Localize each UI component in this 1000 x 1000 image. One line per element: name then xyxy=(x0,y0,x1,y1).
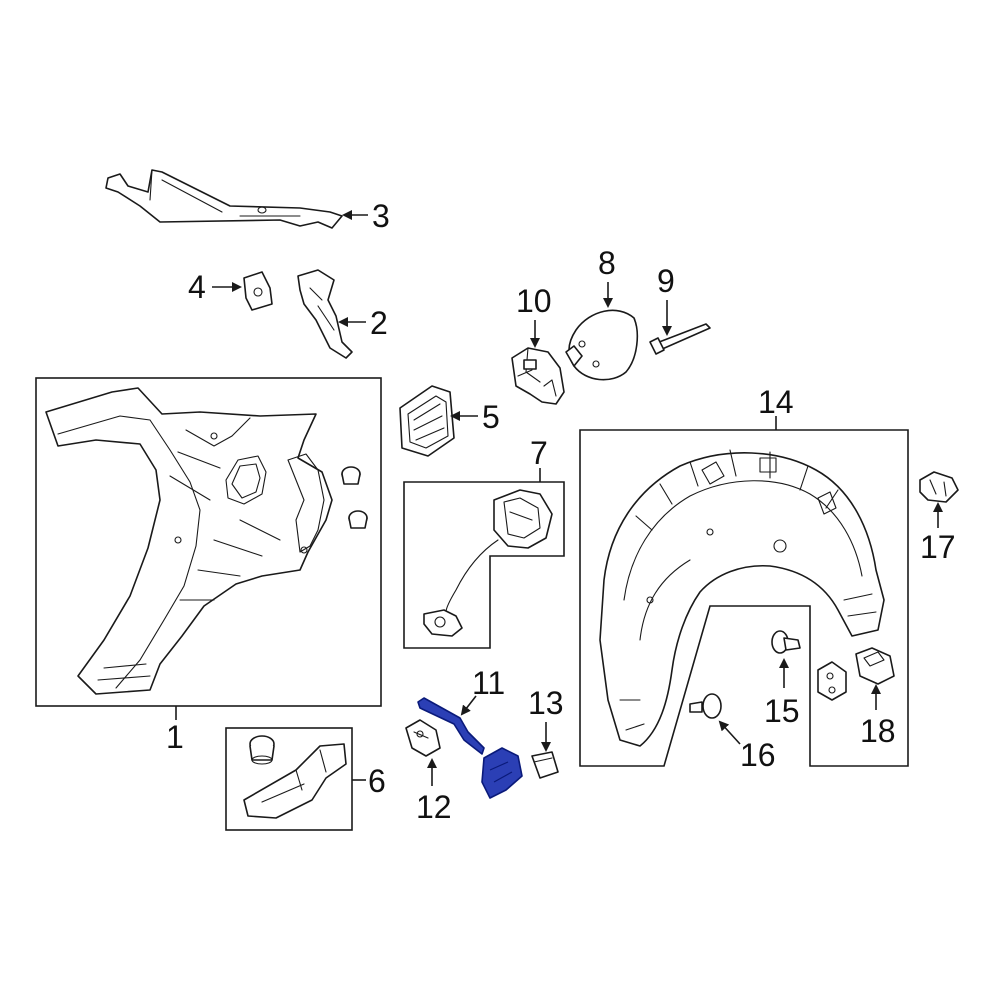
callout-2: 2 xyxy=(370,305,388,341)
part-13-block[interactable] xyxy=(531,751,559,779)
group-box-14 xyxy=(579,429,909,767)
callout-5: 5 xyxy=(482,399,500,435)
part-1-grommet-lower[interactable] xyxy=(348,510,368,529)
part-5-frame[interactable] xyxy=(399,385,455,457)
callout-13: 13 xyxy=(528,685,564,721)
callout-10: 10 xyxy=(516,283,552,319)
callout-17: 17 xyxy=(920,529,956,565)
part-16-push-clip[interactable] xyxy=(689,693,722,719)
callout-1: 1 xyxy=(166,719,184,755)
part-9-pin[interactable] xyxy=(649,323,711,355)
part-2-reinforcement[interactable] xyxy=(297,269,353,359)
part-15-push-clip[interactable] xyxy=(771,630,801,654)
part-14-liner[interactable] xyxy=(599,449,885,747)
callout-6: 6 xyxy=(368,763,386,799)
part-11-fuel-door-opener[interactable] xyxy=(417,697,523,799)
part-4-bracket[interactable] xyxy=(243,271,273,311)
part-12-bracket[interactable] xyxy=(405,719,441,757)
group-box-6 xyxy=(225,727,353,831)
part-18-bracket[interactable] xyxy=(817,661,847,701)
callout-18: 18 xyxy=(860,713,896,749)
part-6-clip[interactable] xyxy=(249,735,275,765)
callout-3: 3 xyxy=(372,198,390,234)
part-8-fuel-door[interactable] xyxy=(565,309,639,381)
part-17-clip[interactable] xyxy=(919,471,959,503)
callout-16: 16 xyxy=(740,737,776,773)
part-10-housing[interactable] xyxy=(511,347,565,405)
callout-4: 4 xyxy=(188,269,206,305)
part-3-rail[interactable] xyxy=(105,169,343,229)
part-1-quarter-panel[interactable] xyxy=(45,387,333,695)
callout-8: 8 xyxy=(598,245,616,281)
callout-15: 15 xyxy=(764,693,800,729)
part-1-grommet-upper[interactable] xyxy=(341,466,361,485)
leader-11 xyxy=(460,695,477,716)
group-box-7 xyxy=(403,481,565,649)
callout-9: 9 xyxy=(657,263,675,299)
part-18-nut[interactable] xyxy=(855,647,895,685)
leader-16 xyxy=(718,720,741,745)
part-7-cable[interactable] xyxy=(423,489,553,637)
callout-14: 14 xyxy=(758,384,794,420)
part-6-bracket[interactable] xyxy=(243,743,347,819)
group-box-1 xyxy=(35,377,382,707)
callout-12: 12 xyxy=(416,789,452,825)
callout-7: 7 xyxy=(530,435,548,471)
callout-11: 11 xyxy=(472,665,505,701)
